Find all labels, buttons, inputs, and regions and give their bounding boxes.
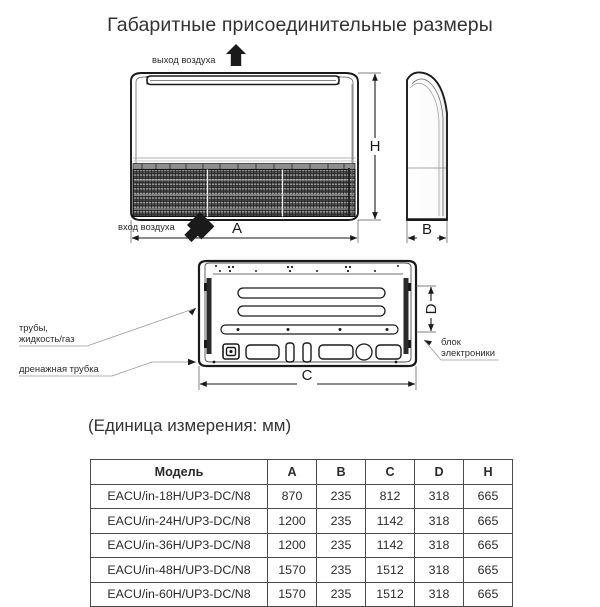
air-outlet-annotation: выход воздуха	[152, 44, 246, 66]
cell-a: 1200	[267, 532, 317, 558]
air-outlet-label: выход воздуха	[152, 54, 216, 65]
rear-view	[197, 259, 418, 368]
cell-c: 1512	[365, 557, 415, 583]
table-row: EACU/in-48H/UP3-DC/N8 1570 235 1512 318 …	[90, 557, 513, 583]
cell-h: 665	[463, 483, 513, 509]
dimension-d: D	[416, 285, 441, 333]
page-title: Габаритные присоединительные размеры	[107, 14, 493, 36]
table-row: EACU/in-36H/UP3-DC/N8 1200 235 1142 318 …	[90, 532, 513, 558]
dimension-b-label: B	[422, 221, 432, 238]
cell-a: 1570	[267, 557, 317, 583]
air-inlet-label: вход воздуха	[118, 221, 175, 232]
cell-h: 665	[463, 557, 513, 583]
cell-b: 235	[316, 532, 366, 558]
leader-arrow-drain-icon	[188, 358, 196, 366]
cell-h: 665	[463, 581, 513, 607]
dimension-a: A	[130, 220, 359, 243]
table-header-row: Модель A B C D H	[90, 459, 513, 485]
rear-slot-lower	[237, 305, 386, 317]
cell-model: EACU/in-24H/UP3-DC/N8	[90, 508, 268, 534]
rear-slot-upper	[237, 287, 386, 299]
cell-h: 665	[463, 532, 513, 558]
arrow-up-icon	[226, 44, 246, 66]
table-row: EACU/in-18H/UP3-DC/N8 870 235 812 318 66…	[90, 483, 513, 509]
col-header-a: A	[267, 459, 317, 485]
electronics-label-line2: электроники	[441, 347, 495, 358]
dimension-drawing: выход воздуха вход воздуха A H	[19, 44, 499, 390]
cell-c: 1512	[365, 581, 415, 607]
cell-a: 1570	[267, 581, 317, 607]
electronics-annotation: блок электроники	[423, 336, 499, 361]
drain-label: дренажная трубка	[19, 363, 100, 374]
col-header-b: B	[316, 459, 366, 485]
cell-b: 235	[316, 581, 366, 607]
specifications-table: Модель A B C D H EACU/in-18H/UP3-DC/N8 8…	[90, 459, 513, 607]
cell-d: 318	[414, 557, 464, 583]
col-header-d: D	[414, 459, 464, 485]
cell-d: 318	[414, 483, 464, 509]
leader-arrow-electronics-icon	[424, 340, 432, 346]
cell-a: 1200	[267, 508, 317, 534]
drain-annotation: дренажная трубка	[19, 358, 196, 377]
arrow-diagonal-icon	[184, 212, 215, 243]
cell-a: 870	[267, 483, 317, 509]
cell-b: 235	[316, 557, 366, 583]
cell-model: EACU/in-18H/UP3-DC/N8	[90, 483, 268, 509]
dimension-c: C	[198, 366, 417, 390]
col-header-c: C	[365, 459, 415, 485]
cell-b: 235	[316, 508, 366, 534]
pipes-label-line2: жидкость/газ	[19, 333, 75, 344]
dimension-h: H	[358, 72, 386, 221]
air-intake-grille	[132, 163, 356, 218]
dimension-b: B	[406, 220, 448, 243]
side-view	[406, 71, 448, 221]
cell-b: 235	[316, 483, 366, 509]
cell-h: 665	[463, 508, 513, 534]
cell-model: EACU/in-60H/UP3-DC/N8	[90, 581, 268, 607]
dimension-d-label: D	[423, 303, 440, 314]
dimension-c-label: C	[302, 367, 313, 384]
front-view	[130, 72, 359, 221]
dimension-a-label: A	[232, 220, 242, 237]
cell-d: 318	[414, 581, 464, 607]
col-header-model: Модель	[90, 459, 268, 485]
cell-c: 1142	[365, 508, 415, 534]
table-row: EACU/in-24H/UP3-DC/N8 1200 235 1142 318 …	[90, 508, 513, 534]
dimension-h-label: H	[370, 138, 381, 155]
table-row: EACU/in-60H/UP3-DC/N8 1570 235 1512 318 …	[90, 581, 513, 607]
leader-arrow-pipes-icon	[188, 308, 196, 316]
pipes-annotation: трубы, жидкость/газ	[19, 307, 197, 347]
units-caption: (Единица измерения: мм)	[88, 416, 292, 435]
air-inlet-annotation: вход воздуха	[118, 212, 215, 243]
cell-d: 318	[414, 508, 464, 534]
electronics-label-line1: блок	[441, 336, 462, 347]
cell-d: 318	[414, 532, 464, 558]
cell-c: 812	[365, 483, 415, 509]
col-header-h: H	[463, 459, 513, 485]
cell-model: EACU/in-48H/UP3-DC/N8	[90, 557, 268, 583]
cell-c: 1142	[365, 532, 415, 558]
cell-model: EACU/in-36H/UP3-DC/N8	[90, 532, 268, 558]
pipes-label-line1: трубы,	[19, 322, 48, 333]
